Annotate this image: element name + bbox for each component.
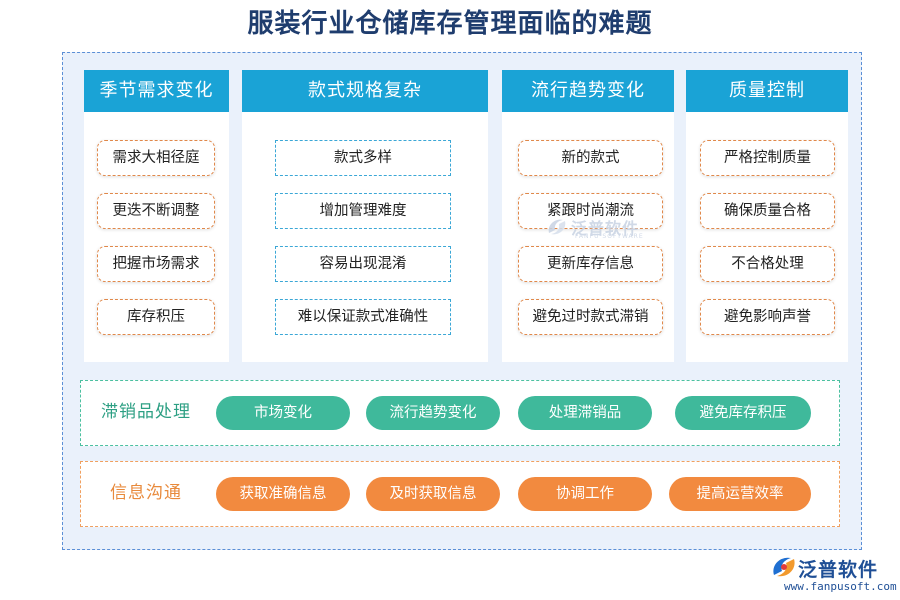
band-pill: 提高运营效率 bbox=[669, 477, 811, 511]
column-item: 更迭不断调整 bbox=[97, 193, 215, 229]
watermark-text: 泛普软件 bbox=[571, 219, 640, 238]
column-item: 紧跟时尚潮流 bbox=[518, 193, 663, 229]
page-title: 服装行业仓储库存管理面临的难题 bbox=[247, 9, 653, 39]
watermark-swirl-icon bbox=[548, 219, 566, 235]
band-pill: 及时获取信息 bbox=[366, 477, 500, 511]
column-heading: 款式规格复杂 bbox=[242, 70, 488, 112]
logo-name: 泛普软件 bbox=[798, 559, 879, 581]
column-item: 库存积压 bbox=[97, 299, 215, 335]
column-item: 增加管理难度 bbox=[275, 193, 451, 229]
column-heading: 季节需求变化 bbox=[84, 70, 229, 112]
band-pill: 避免库存积压 bbox=[675, 396, 811, 430]
column-item: 确保质量合格 bbox=[700, 193, 835, 229]
column-item: 把握市场需求 bbox=[97, 246, 215, 282]
band-pill: 市场变化 bbox=[216, 396, 350, 430]
column-item: 严格控制质量 bbox=[700, 140, 835, 176]
band-label: 滞销品处理 bbox=[101, 402, 191, 422]
column-item: 避免影响声誉 bbox=[700, 299, 835, 335]
fanpu-swirl-icon bbox=[773, 557, 795, 577]
fanpu-logo: 泛普软件 www.fanpusoft.com bbox=[768, 553, 897, 597]
column-item: 需求大相径庭 bbox=[97, 140, 215, 176]
column-season-demand: 季节需求变化 需求大相径庭 更迭不断调整 把握市场需求 库存积压 bbox=[84, 70, 229, 362]
band-label: 信息沟通 bbox=[110, 483, 182, 503]
column-item: 容易出现混淆 bbox=[275, 246, 451, 282]
band-pill: 获取准确信息 bbox=[216, 477, 350, 511]
logo-url: www.fanpusoft.com bbox=[784, 580, 897, 593]
column-heading: 质量控制 bbox=[686, 70, 848, 112]
band-unsold-goods: 滞销品处理 市场变化 流行趋势变化 处理滞销品 避免库存积压 bbox=[80, 380, 840, 446]
column-item: 款式多样 bbox=[275, 140, 451, 176]
watermark-subtext: FANPU SOFTWARE bbox=[575, 233, 644, 240]
band-communication: 信息沟通 获取准确信息 及时获取信息 协调工作 提高运营效率 bbox=[80, 461, 840, 527]
column-item: 更新库存信息 bbox=[518, 246, 663, 282]
column-item: 避免过时款式滞销 bbox=[518, 299, 663, 335]
column-quality-control: 质量控制 严格控制质量 确保质量合格 不合格处理 避免影响声誉 bbox=[686, 70, 848, 362]
column-item: 新的款式 bbox=[518, 140, 663, 176]
column-item: 难以保证款式准确性 bbox=[275, 299, 451, 335]
band-pill: 流行趋势变化 bbox=[366, 396, 500, 430]
column-style-complexity: 款式规格复杂 款式多样 增加管理难度 容易出现混淆 难以保证款式准确性 bbox=[242, 70, 488, 362]
column-heading: 流行趋势变化 bbox=[502, 70, 674, 112]
column-trend-change: 流行趋势变化 新的款式 紧跟时尚潮流 更新库存信息 避免过时款式滞销 bbox=[502, 70, 674, 362]
watermark: 泛普软件 FANPU SOFTWARE bbox=[545, 213, 675, 243]
band-pill: 处理滞销品 bbox=[518, 396, 652, 430]
column-item: 不合格处理 bbox=[700, 246, 835, 282]
band-pill: 协调工作 bbox=[518, 477, 652, 511]
